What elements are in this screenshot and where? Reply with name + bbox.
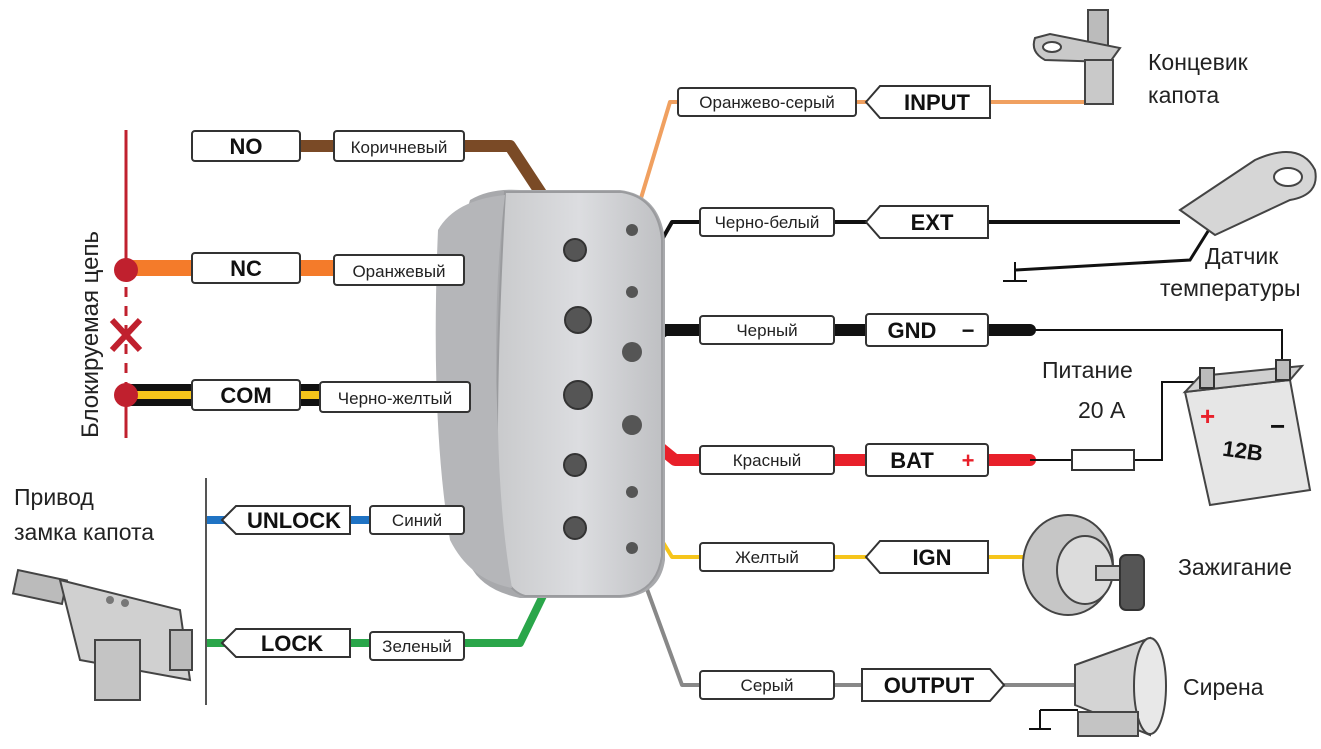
pin-gnd-sign: − [962,318,975,343]
alarm-module [435,189,665,598]
pin-bat: Красный BAT + [699,443,989,477]
power-label: Питание [1042,357,1133,383]
pin-nc: NC Оранжевый [191,252,465,286]
pin-no: NO Коричневый [191,130,465,162]
pin-hole-input [626,224,638,236]
pin-hole-ext [626,286,638,298]
pin-hole-ign [626,486,638,498]
fuse-icon [1071,449,1135,471]
wire-ext-ground [1014,227,1212,272]
pin-input-label: INPUT [904,90,971,115]
pin-lock-label: LOCK [261,631,323,656]
pin-ign-label: IGN [912,545,951,570]
pin-gnd-label: GND [888,318,937,343]
wire-nc-label: Оранжевый [352,262,445,281]
siren-label: Сирена [1183,674,1264,700]
fuse-label: 20 А [1078,397,1126,423]
pin-com: COM Черно-желтый [191,379,471,413]
wire-bat-label: Красный [733,451,801,470]
pin-hole-output [626,542,638,554]
hood-switch-label-line2: капота [1148,82,1219,108]
battery-plus: + [1200,401,1215,431]
siren-ground-icon [1029,709,1078,730]
siren-icon [1074,636,1167,737]
pin-ign: Желтый IGN [699,540,989,574]
temp-sensor-label-line1: Датчик [1205,243,1279,269]
pin-nc-label: NC [230,256,262,281]
pin-hole-gnd [622,342,642,362]
ignition: Зажигание [1022,514,1292,616]
pin-hole-no [563,238,587,262]
ground-icon [1003,262,1027,282]
pin-gnd: Черный GND − [699,313,989,347]
power-supply: Питание 20 А [1042,357,1135,471]
pin-input: Оранжево-серый INPUT [677,85,991,119]
pin-no-label: NO [230,134,263,159]
battery-voltage: 12В [1221,436,1264,466]
wire-ign-label: Желтый [735,548,799,567]
hood-switch-icon [1032,9,1122,105]
pin-output: Серый OUTPUT [699,668,1006,702]
ignition-lock-icon [1022,514,1145,616]
wire-output [630,547,1075,687]
pin-hole-unlock [563,453,587,477]
break-x-icon [109,317,143,353]
hood-switch: Концевик капота [1032,9,1249,108]
battery-icon [1182,359,1312,507]
battery: + − 12В [1182,359,1312,507]
pin-ext-label: EXT [911,210,954,235]
wire-lock-label: Зеленый [382,637,452,656]
pin-unlock: UNLOCK Синий [220,505,465,535]
battery-minus: − [1270,411,1285,441]
pin-ext: Черно-белый EXT [699,205,989,239]
pin-bat-sign: + [962,448,975,473]
pin-output-label: OUTPUT [884,673,975,698]
hood-lock-label-line2: замка капота [14,519,154,545]
hood-lock-actuator: Привод замка капота [11,484,193,701]
temp-sensor: Датчик температуры [1003,151,1317,301]
pin-bat-label: BAT [890,448,934,473]
pin-hole-lock [563,516,587,540]
wire-ext-label: Черно-белый [715,213,820,232]
pin-unlock-label: UNLOCK [247,508,341,533]
wire-unlock-label: Синий [392,511,442,530]
circuit-node-top [114,258,138,282]
blocked-circuit: Блокируемая цепь [77,130,143,438]
pin-hole-nc [564,306,592,334]
siren: Сирена [1029,636,1264,737]
ignition-label: Зажигание [1178,554,1292,580]
hood-lock-label-line1: Привод [14,484,94,510]
temp-sensor-label-line2: температуры [1160,275,1301,301]
blocked-circuit-label: Блокируемая цепь [77,231,104,438]
circuit-node-bottom [114,383,138,407]
ring-terminal-icon [1178,151,1317,237]
wire-gnd-label: Черный [736,321,797,340]
wire-no-label: Коричневый [351,138,448,157]
wire-input-label: Оранжево-серый [699,93,834,112]
hood-switch-label-line1: Концевик [1148,49,1249,75]
pin-com-label: COM [220,383,271,408]
pin-lock: LOCK Зеленый [220,628,465,661]
wire-com-label: Черно-желтый [338,389,452,408]
wire-output-label: Серый [741,676,794,695]
pin-hole-com [563,380,593,410]
pin-hole-bat [622,415,642,435]
actuator-icon [11,568,193,701]
